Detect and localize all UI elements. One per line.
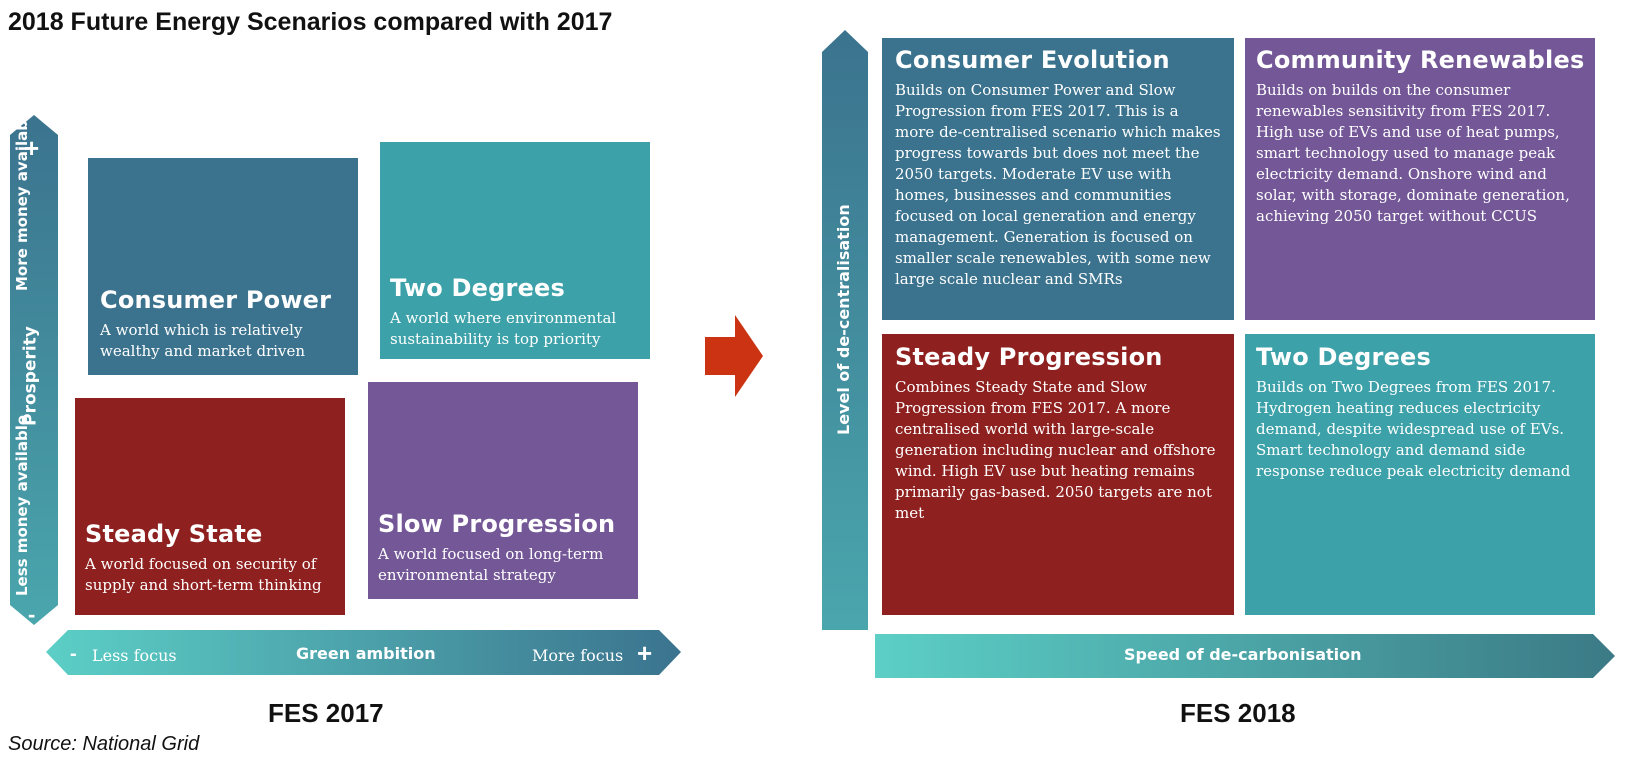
less-focus-label: Less focus	[92, 646, 177, 665]
prosperity-axis-arrow	[10, 115, 58, 625]
green-ambition-axis-arrow	[46, 630, 681, 675]
two-degrees-2017-title: Two Degrees	[390, 274, 566, 302]
page-title: 2018 Future Energy Scenarios compared wi…	[8, 8, 613, 36]
source-caption: Source: National Grid	[8, 733, 200, 755]
steady-state-title: Steady State	[85, 520, 263, 548]
consumer-power-box: Consumer Power A world which is relative…	[88, 158, 358, 375]
community-renewables-title: Community Renewables	[1256, 46, 1585, 74]
consumer-power-text: A world which is relatively wealthy and …	[100, 321, 306, 360]
two-degrees-2018-box: Two Degrees Builds on Two Degrees from F…	[1245, 334, 1595, 615]
consumer-evolution-text: Builds on Consumer Power and Slow Progre…	[895, 81, 1221, 288]
steady-progression-title: Steady Progression	[895, 343, 1163, 371]
x-minus-icon: -	[70, 643, 77, 665]
two-degrees-2018-title: Two Degrees	[1256, 343, 1432, 371]
slow-progression-box: Slow Progression A world focused on long…	[368, 382, 638, 599]
decarbonisation-axis-arrow	[875, 634, 1615, 678]
two-degrees-2017-text: A world where environmental sustainabili…	[390, 309, 617, 348]
steady-progression-box: Steady Progression Combines Steady State…	[882, 334, 1234, 615]
slow-progression-text: A world focused on long-term environment…	[378, 545, 604, 584]
consumer-power-title: Consumer Power	[100, 286, 332, 314]
steady-state-box: Steady State A world focused on security…	[75, 398, 345, 615]
steady-state-text: A world focused on security of supply an…	[85, 555, 322, 594]
decentralisation-axis-label: Level of de-centralisation	[834, 204, 853, 435]
community-renewables-text: Builds on builds on the consumer renewab…	[1256, 81, 1570, 225]
less-money-label: Less money available	[13, 414, 31, 596]
y-plus-icon: +	[24, 133, 40, 163]
fes2018-panel-title: FES 2018	[1180, 698, 1296, 728]
community-renewables-box: Community Renewables Builds on builds on…	[1245, 38, 1595, 320]
right-arrow-icon	[705, 315, 763, 397]
decarbonisation-axis-label: Speed of de-carbonisation	[1124, 645, 1362, 664]
green-ambition-label: Green ambition	[296, 644, 436, 663]
x-plus-icon: +	[637, 638, 653, 668]
fes2017-panel-title: FES 2017	[268, 698, 384, 728]
more-focus-label: More focus	[532, 646, 624, 665]
steady-progression-text: Combines Steady State and Slow Progressi…	[895, 378, 1216, 522]
y-minus-icon: -	[28, 602, 36, 627]
consumer-evolution-title: Consumer Evolution	[895, 46, 1170, 74]
slow-progression-title: Slow Progression	[378, 510, 616, 538]
consumer-evolution-box: Consumer Evolution Builds on Consumer Po…	[882, 38, 1234, 320]
decentralisation-axis-arrow	[822, 30, 868, 630]
two-degrees-2017-box: Two Degrees A world where environmental …	[380, 142, 650, 359]
more-money-label: More money available	[13, 104, 31, 291]
two-degrees-2018-text: Builds on Two Degrees from FES 2017. Hyd…	[1256, 378, 1571, 480]
